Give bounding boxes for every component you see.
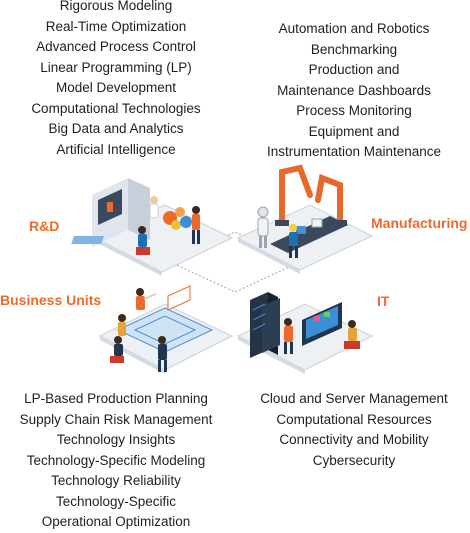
list-item: Supply Chain Risk Management	[19, 411, 213, 427]
list-item: Connectivity and Mobility	[279, 432, 429, 447]
it-illustration	[236, 292, 374, 374]
business-units-label: Business Units	[0, 292, 102, 308]
list-item: Technology Reliability	[51, 473, 181, 488]
rd-person-standing	[192, 206, 200, 244]
bu-person-left	[118, 314, 126, 336]
business-units-illustration	[98, 285, 234, 374]
rd-person-seated	[136, 226, 150, 255]
list-item: Instrumentation Maintenance	[266, 144, 442, 159]
list-item: Automation and Robotics	[278, 21, 430, 36]
it-person-seated	[344, 320, 360, 349]
monitor-console	[302, 302, 342, 346]
list-item: Computational Resources	[276, 411, 432, 427]
list-item: Maintenance Dashboards	[277, 82, 431, 98]
manufacturing-worker	[289, 224, 298, 258]
it-capabilities-list: Cloud and Server Management Computationa…	[238, 389, 470, 471]
list-item: Process Monitoring	[296, 103, 412, 118]
list-item: Computational Technologies	[31, 100, 201, 116]
rd-person-back	[149, 196, 159, 219]
manufacturing-capabilities-list: Automation and Robotics Benchmarking Pro…	[238, 19, 470, 163]
list-item: Benchmarking	[310, 41, 398, 57]
list-item: Artificial Intelligence	[56, 141, 176, 157]
list-item: Equipment and	[308, 123, 400, 139]
list-item: Rigorous Modeling	[59, 0, 173, 13]
it-person-standing	[284, 318, 293, 354]
bu-person-pointing	[136, 288, 157, 310]
server-racks	[250, 292, 280, 358]
rd-capabilities-list: Rigorous Modeling Real-Time Optimization…	[0, 0, 232, 160]
business-units-capabilities-list: LP-Based Production Planning Supply Chai…	[0, 389, 232, 533]
rd-illustration	[71, 178, 234, 276]
manufacturing-illustration	[236, 164, 374, 274]
bu-person-right	[158, 336, 167, 372]
list-item: Technology-Specific	[55, 493, 177, 509]
list-item: Real-Time Optimization	[45, 18, 187, 34]
it-label: IT	[377, 293, 390, 309]
list-item: Advanced Process Control	[36, 39, 196, 54]
list-item: Cloud and Server Management	[260, 391, 448, 406]
list-item: Big Data and Analytics	[48, 121, 184, 136]
list-item: Production and	[308, 62, 400, 77]
list-item: Cybersecurity	[312, 452, 396, 468]
list-item: Operational Optimization	[41, 514, 191, 529]
manufacturing-label: Manufacturing	[371, 215, 468, 231]
rd-label: R&D	[29, 218, 60, 234]
list-item: Technology-Specific Modeling	[26, 452, 206, 468]
list-item: Technology Insights	[56, 432, 176, 447]
list-item: Model Development	[55, 80, 177, 95]
list-item: Linear Programming (LP)	[40, 59, 192, 75]
list-item: LP-Based Production Planning	[24, 391, 208, 406]
humanoid-robot	[257, 206, 269, 248]
bu-person-seated	[110, 336, 124, 363]
